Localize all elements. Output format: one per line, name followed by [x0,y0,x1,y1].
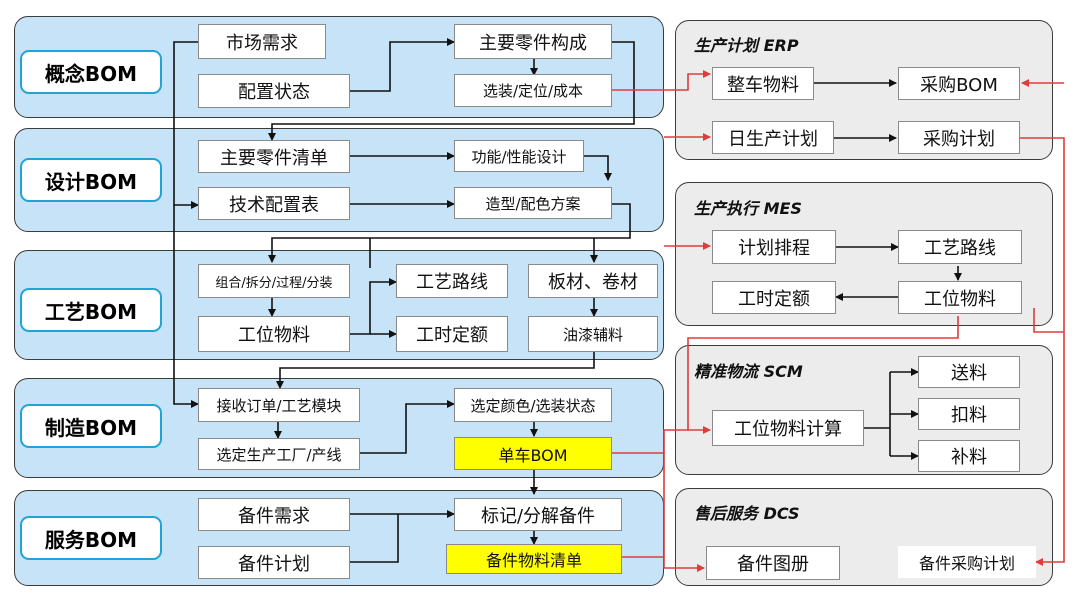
manufacture-bom-label: 制造BOM [20,404,162,448]
scheduling-box: 计划排程 [712,230,836,264]
mes-title: 生产执行 MES [694,199,802,218]
design-bom-label: 设计BOM [20,158,162,202]
purchase-plan-box: 采购计划 [898,121,1020,154]
purchase-bom-box: 采购BOM [898,67,1020,100]
concept-bom-label: 概念BOM [20,50,162,94]
main-parts-list-box: 主要零件清单 [198,140,350,173]
config-state-box: 配置状态 [198,74,350,108]
spare-catalog-box: 备件图册 [706,546,840,580]
mark-decompose-box: 标记/分解备件 [454,498,622,531]
daily-plan-box: 日生产计划 [712,121,834,154]
single-vehicle-bom-box: 单车BOM [454,437,612,470]
main-parts-composition-box: 主要零件构成 [454,24,612,59]
styling-color-box: 造型/配色方案 [454,187,612,219]
combine-split-box: 组合/拆分/过程/分装 [198,264,350,298]
market-demand-box: 市场需求 [198,24,326,59]
mes-quota-box: 工时定额 [712,281,836,314]
paint-auxiliary-box: 油漆辅料 [528,316,658,352]
station-material-calc-box: 工位物料计算 [712,410,864,446]
select-color-box: 选定颜色/选装状态 [454,388,612,422]
dcs-title: 售后服务 DCS [694,504,800,523]
erp-title: 生产计划 ERP [694,36,799,55]
spare-plan-box: 备件计划 [198,546,350,579]
options-position-cost-box: 选装/定位/成本 [454,74,612,107]
vehicle-material-box: 整车物料 [712,67,814,100]
station-material-box: 工位物料 [198,316,350,352]
spare-purchase-plan-box: 备件采购计划 [898,546,1036,578]
process-bom-label: 工艺BOM [20,288,162,332]
sheet-coil-box: 板材、卷材 [528,264,658,298]
spare-demand-box: 备件需求 [198,498,350,531]
labor-quota-box: 工时定额 [396,316,508,352]
process-route-box: 工艺路线 [396,264,508,298]
service-bom-label: 服务BOM [20,516,162,560]
receive-order-box: 接收订单/工艺模块 [198,388,360,422]
supplement-box: 补料 [918,440,1020,472]
spare-material-list-box: 备件物料清单 [446,544,622,574]
tech-config-table-box: 技术配置表 [198,187,350,220]
mes-station-material-box: 工位物料 [898,281,1022,314]
deliver-box: 送料 [918,356,1020,388]
deduct-box: 扣料 [918,398,1020,430]
function-performance-box: 功能/性能设计 [454,140,584,172]
select-factory-box: 选定生产工厂/产线 [198,438,360,470]
scm-title: 精准物流 SCM [694,362,803,381]
mes-route-box: 工艺路线 [898,230,1022,264]
